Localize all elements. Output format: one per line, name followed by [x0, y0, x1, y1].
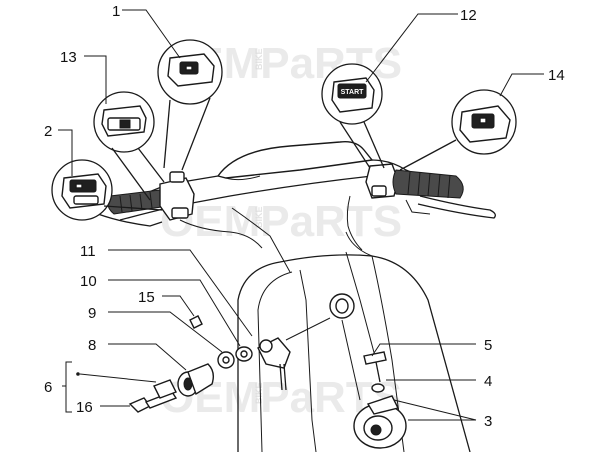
callout-13: 13: [60, 49, 77, 66]
callout-15: 15: [138, 289, 155, 306]
callout-12: 12: [460, 7, 477, 24]
callout-labels: 1 2 3 4 5 6 8 9 10 11 12 13 14 15 16: [44, 3, 565, 430]
callout-4: 4: [484, 373, 492, 390]
handlebar-assembly: [97, 140, 496, 251]
ignition-lock-parts: [128, 293, 355, 413]
zoom-part-2: [51, 159, 163, 221]
watermark-side-bottom: BIKE: [254, 382, 264, 404]
callout-10: 10: [80, 273, 97, 290]
zoom-part-14: [399, 89, 517, 171]
callout-8: 8: [88, 337, 96, 354]
watermark-side-top: BIKE: [254, 48, 264, 70]
watermark-text-middle: OEMPaRTS: [160, 197, 402, 246]
key: [128, 397, 152, 413]
callout-16: 16: [76, 399, 93, 416]
watermark-side-middle: BIKE: [254, 206, 264, 228]
horn-parts: [341, 319, 407, 449]
callout-9: 9: [88, 305, 96, 322]
callout-5: 5: [484, 337, 492, 354]
right-grip: [392, 169, 464, 199]
callout-6: 6: [44, 379, 52, 396]
callout-1: 1: [112, 3, 120, 20]
watermark-middle: OEMPaRTS BIKE: [160, 197, 402, 246]
zoom-part-1: [157, 39, 223, 171]
callout-11: 11: [80, 243, 96, 260]
front-shield: [231, 207, 471, 452]
callout-leaders: [58, 9, 544, 421]
callout-14: 14: [548, 67, 565, 84]
callout-2: 2: [44, 123, 52, 140]
callout-3: 3: [484, 413, 492, 430]
zoom-part-12: START: [321, 63, 385, 169]
start-button-label: START: [341, 89, 365, 96]
zoom-part-13: [93, 91, 165, 201]
